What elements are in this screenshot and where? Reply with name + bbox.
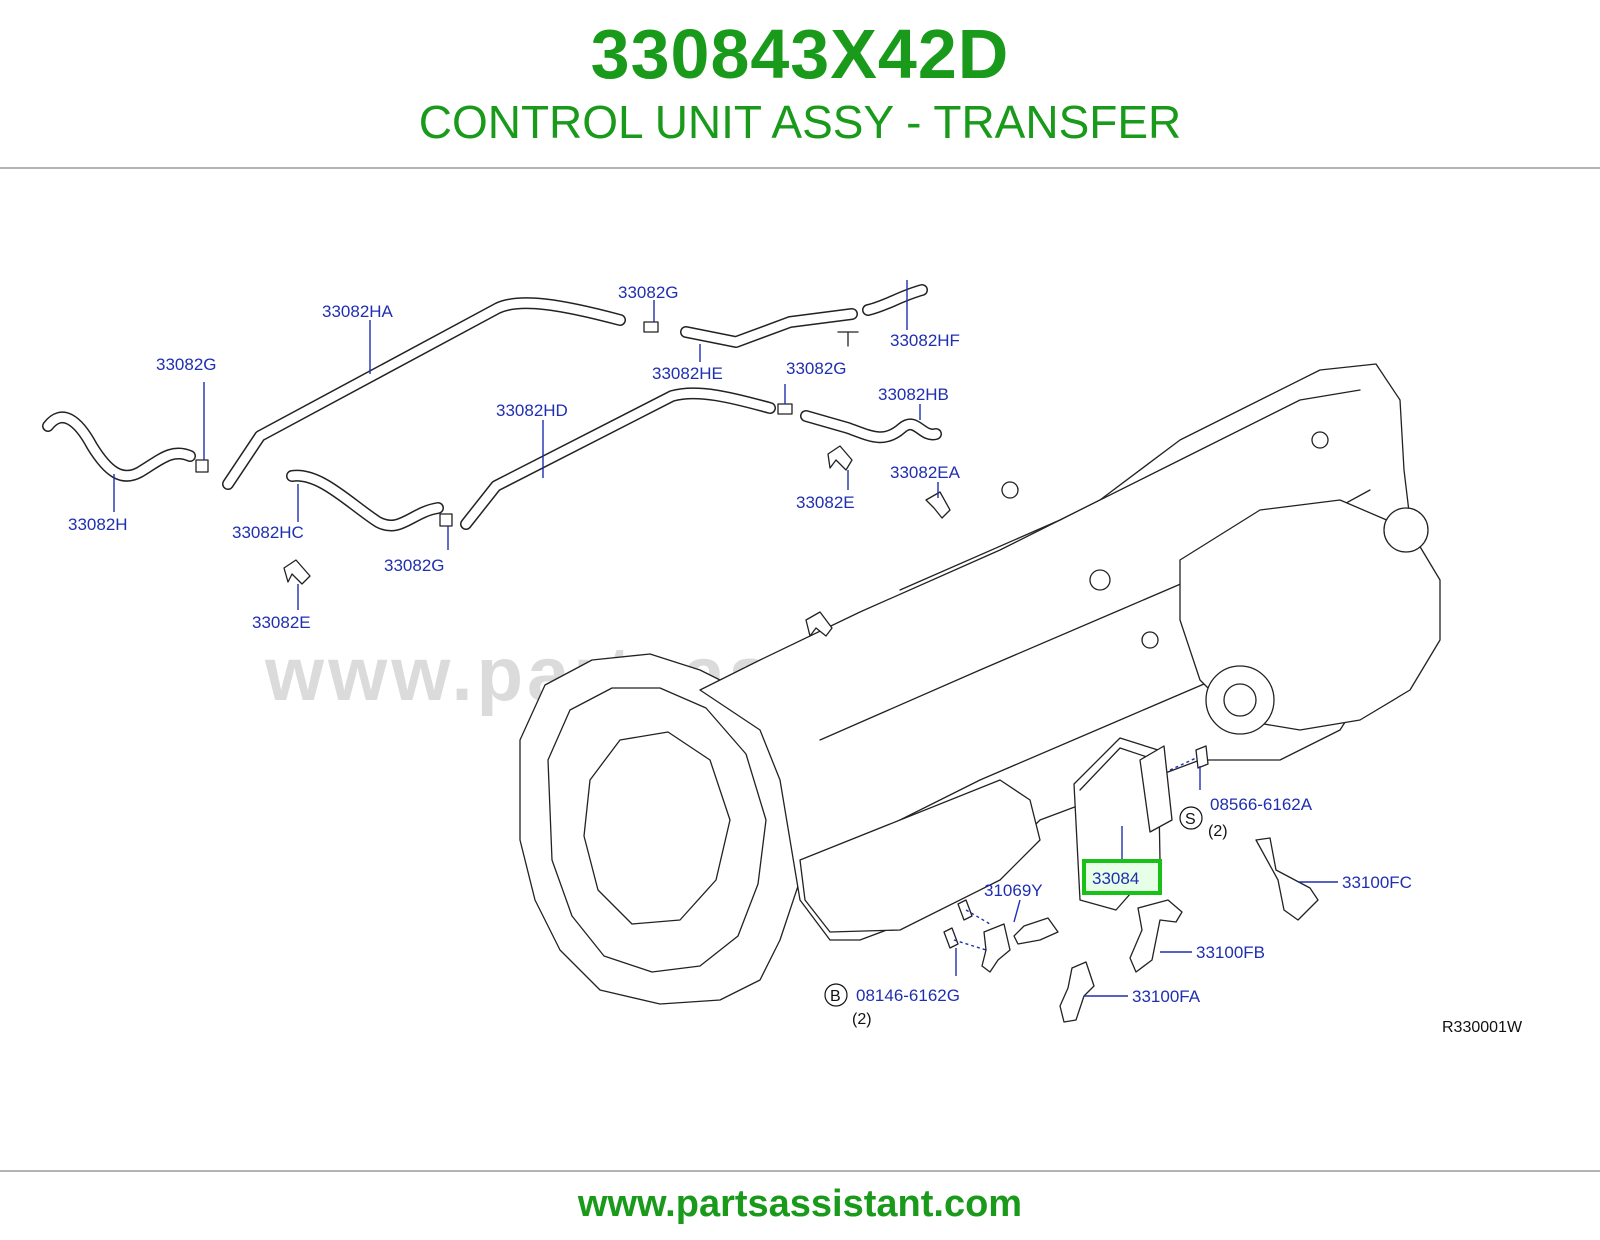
callout-31069y[interactable]: 31069Y bbox=[984, 881, 1043, 900]
page-header: 330843X42D CONTROL UNIT ASSY - TRANSFER bbox=[0, 0, 1600, 168]
bracket-33100fc[interactable] bbox=[1255, 837, 1319, 921]
exploded-parts-diagram: www.partsassistant.com bbox=[0, 260, 1600, 1080]
footer-divider bbox=[0, 1170, 1600, 1172]
callout-33082he[interactable]: 33082HE bbox=[652, 364, 723, 383]
bolt-08146-b[interactable] bbox=[943, 927, 959, 949]
callout-33082hf[interactable]: 33082HF bbox=[890, 331, 960, 350]
screw-badge-s: S bbox=[1185, 811, 1196, 828]
oil-pan bbox=[799, 779, 1041, 933]
control-unit-edge bbox=[1079, 747, 1151, 791]
header-divider bbox=[0, 167, 1600, 169]
sensor-31069y[interactable] bbox=[1013, 917, 1059, 945]
case-boss-4 bbox=[1141, 631, 1159, 649]
hose-33082h[interactable] bbox=[42, 411, 196, 482]
bracket-33100fb[interactable] bbox=[1129, 899, 1183, 973]
connector-33082g-low[interactable] bbox=[439, 513, 453, 527]
callout-33082hc[interactable]: 33082HC bbox=[232, 523, 304, 542]
connector-33082g-left[interactable] bbox=[195, 459, 209, 473]
highlight-box-33084 bbox=[1082, 859, 1162, 895]
case-boss-3 bbox=[1311, 431, 1329, 449]
output-flange-hub bbox=[1223, 683, 1257, 717]
clip-33082e-right[interactable] bbox=[827, 445, 853, 471]
connector-33082g-mid[interactable] bbox=[777, 403, 793, 415]
callout-08566-6162a[interactable]: 08566-6162A bbox=[1210, 795, 1313, 814]
footer-site-url[interactable]: www.partsassistant.com bbox=[577, 1183, 1023, 1225]
callout-33082h[interactable]: 33082H bbox=[68, 515, 128, 534]
callout-33084[interactable]: 33084 bbox=[1092, 869, 1139, 888]
screw-badge-circle-b bbox=[824, 983, 848, 1007]
torque-converter-face bbox=[583, 731, 731, 925]
callout-33082g-low[interactable]: 33082G bbox=[384, 556, 445, 575]
case-ridge-top bbox=[899, 389, 1361, 591]
callout-33082g-top[interactable]: 33082G bbox=[618, 283, 679, 302]
callout-33100fb[interactable]: 33100FB bbox=[1196, 943, 1265, 962]
case-boss-2 bbox=[1001, 481, 1019, 499]
callout-33082g-mid[interactable]: 33082G bbox=[786, 359, 847, 378]
callout-08146-6162g[interactable]: 08146-6162G bbox=[856, 986, 960, 1005]
connector-33082g-top[interactable] bbox=[643, 321, 659, 333]
callout-33100fc[interactable]: 33100FC bbox=[1342, 873, 1412, 892]
callout-08146-qty: (2) bbox=[852, 1011, 872, 1028]
callout-33082ea[interactable]: 33082EA bbox=[890, 463, 961, 482]
case-boss-1 bbox=[1089, 569, 1111, 591]
screw-badge-circle-s bbox=[1179, 806, 1203, 830]
leader-lines bbox=[113, 280, 1338, 997]
diagram-svg: www.partsassistant.com bbox=[42, 280, 1523, 1036]
rear-output bbox=[1383, 507, 1429, 553]
part-name-subtitle: CONTROL UNIT ASSY - TRANSFER bbox=[418, 96, 1182, 148]
callout-08566-qty: (2) bbox=[1208, 823, 1228, 840]
case-clip bbox=[805, 611, 833, 637]
breather-hose-group bbox=[42, 284, 951, 585]
callout-33100fa[interactable]: 33100FA bbox=[1132, 987, 1201, 1006]
callout-labels: 33082HA 33082G 33082HF 33082G 33082HE 33… bbox=[68, 283, 1523, 1036]
bracket-33100fa[interactable] bbox=[1059, 961, 1095, 1023]
callout-33082e-left[interactable]: 33082E bbox=[252, 613, 311, 632]
connector-33082g-vertical[interactable] bbox=[837, 331, 859, 347]
callout-33082e-right[interactable]: 33082E bbox=[796, 493, 855, 512]
control-unit-bracket bbox=[1139, 745, 1173, 833]
callout-33082ha[interactable]: 33082HA bbox=[322, 302, 394, 321]
sensor-bracket bbox=[981, 923, 1011, 973]
callout-33082hd[interactable]: 33082HD bbox=[496, 401, 568, 420]
transmission-assembly bbox=[519, 363, 1441, 1005]
screw-badge-b: B bbox=[830, 988, 841, 1005]
clip-33082e-left[interactable] bbox=[283, 559, 311, 585]
bolt-08566[interactable] bbox=[1195, 745, 1209, 769]
diagram-reference-code: R330001W bbox=[1442, 1019, 1523, 1036]
callout-33082g-left[interactable]: 33082G bbox=[156, 355, 217, 374]
callout-33082hb[interactable]: 33082HB bbox=[878, 385, 949, 404]
bolt-08146-a[interactable] bbox=[957, 899, 973, 921]
part-number-title: 330843X42D bbox=[590, 15, 1010, 93]
